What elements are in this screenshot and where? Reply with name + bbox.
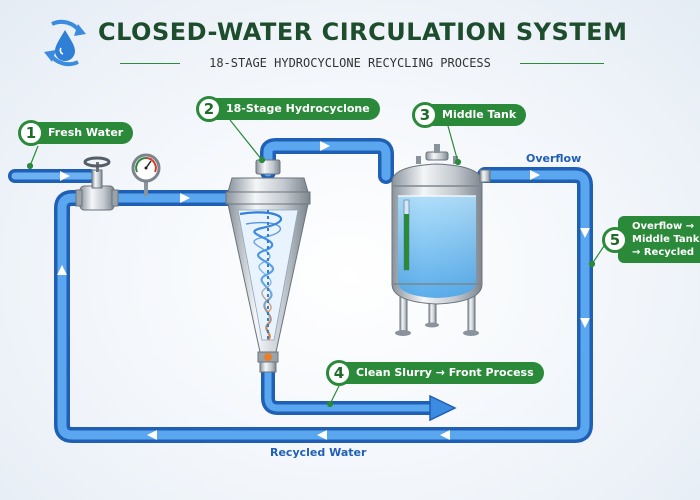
pressure-gauge-icon [131, 153, 161, 196]
loop-top-arrow [180, 193, 190, 203]
right-down-arrow-2 [580, 318, 590, 328]
right-down-arrow-1 [580, 228, 590, 238]
bottom-left-arrow [147, 430, 157, 440]
bottom-mid-arrow [317, 430, 327, 440]
step-5-badge: 5 Overflow → Middle Tank → Recycled [602, 216, 700, 263]
step-2-number: 2 [196, 96, 222, 122]
hydrocyclone [225, 159, 311, 373]
subtitle-rule-left [120, 63, 180, 64]
underflow-big-arrow [429, 394, 457, 422]
overflow-label: Overflow [526, 152, 582, 165]
left-up-arrow [57, 265, 67, 275]
return-loop-pipe [54, 167, 593, 443]
page-subtitle: 18-STAGE HYDROCYCLONE RECYCLING PROCESS [209, 56, 491, 70]
step-4-number: 4 [326, 360, 352, 386]
vortex-swirl [239, 211, 283, 341]
step-3-badge: 3 Middle Tank [412, 102, 527, 128]
water-drop-recycle-icon [44, 19, 86, 67]
step-5-line-3: → Recycled [632, 247, 695, 258]
step-1-number: 1 [18, 120, 44, 146]
step-5-label: Overflow → Middle Tank → Recycled [618, 216, 700, 263]
step-5-line-1: Overflow → [632, 221, 695, 232]
overflow-right-arrow [530, 170, 540, 180]
subtitle-rule-right [520, 63, 604, 64]
flow-arrows [57, 141, 590, 440]
recycled-water-label: Recycled Water [270, 446, 367, 459]
inlet-arrow [60, 171, 70, 181]
page-title: CLOSED-WATER CIRCULATION SYSTEM [98, 18, 628, 46]
gate-valve-icon[interactable] [75, 156, 119, 211]
step-1-label: Fresh Water [34, 122, 134, 144]
step-2-badge: 2 18-Stage Hydrocyclone [196, 96, 380, 122]
step-1-badge: 1 Fresh Water [18, 120, 134, 146]
step-3-number: 3 [412, 102, 438, 128]
step-5-number: 5 [602, 226, 628, 253]
middle-tank [391, 144, 491, 336]
step-3-label: Middle Tank [428, 104, 527, 126]
step-4-badge: 4 Clean Slurry → Front Process [326, 360, 544, 386]
label-leaders [26, 119, 605, 408]
bottom-right-arrow [440, 430, 450, 440]
step-2-label: 18-Stage Hydrocyclone [212, 98, 380, 120]
step-5-line-2: Middle Tank [632, 234, 700, 245]
overflow-top-arrow [320, 141, 330, 151]
step-4-label: Clean Slurry → Front Process [342, 362, 544, 384]
